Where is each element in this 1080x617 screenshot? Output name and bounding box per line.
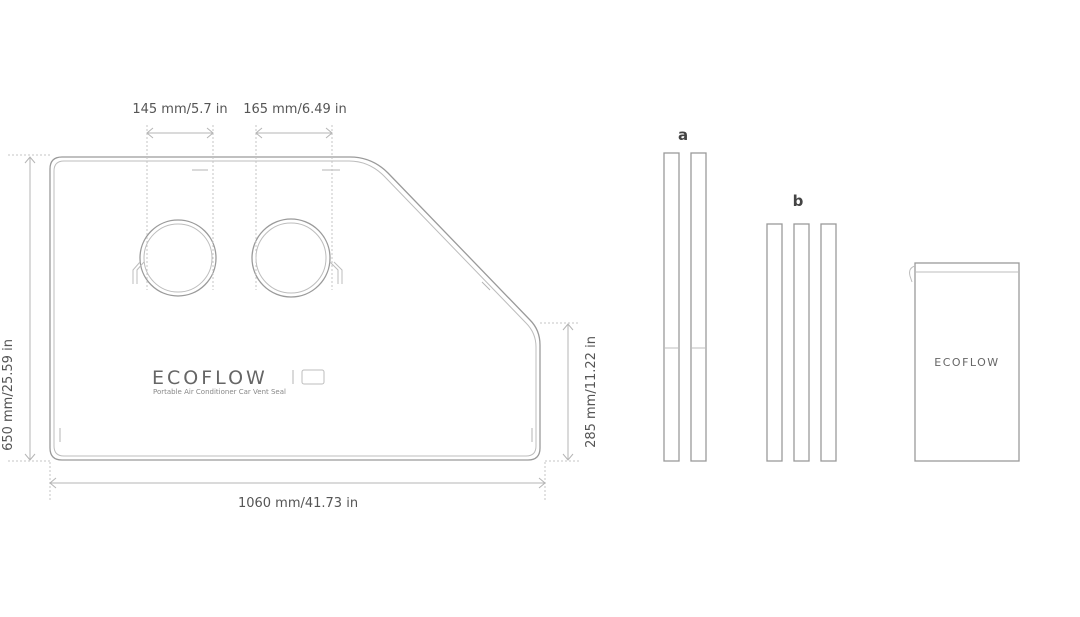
outline-stroke [329, 261, 343, 284]
part-a-label: a [678, 126, 688, 144]
part-b-label: b [793, 192, 804, 210]
outline-stroke [146, 127, 214, 139]
outline-stroke [255, 222, 327, 294]
vent-hole-right [251, 218, 343, 298]
outline-stroke [562, 323, 574, 461]
ecoflow-logo: ECOFLOW [152, 367, 268, 389]
dimension-label: 650 mm/25.59 in [1, 339, 16, 451]
part-a-rods: a [663, 126, 707, 462]
dimension-side-height: 285 mm/11.22 in [562, 323, 599, 461]
outline-stroke [481, 281, 491, 291]
dimension-label: 1060 mm/41.73 in [238, 496, 358, 511]
outline-stroke [143, 223, 213, 293]
outline-stroke [766, 223, 783, 462]
dimension-vent-1: 145 mm/5.7 in [132, 102, 228, 139]
outline-stroke [49, 156, 541, 461]
outline-stroke [301, 369, 325, 385]
dimension-width: 1060 mm/41.73 in [49, 477, 546, 511]
outline-stroke [820, 223, 837, 462]
dimension-height: 650 mm/25.59 in [1, 156, 36, 461]
vent-hole-left [132, 219, 217, 297]
outline-stroke [251, 218, 331, 298]
outline-stroke [690, 152, 707, 462]
vent-seal-panel [49, 156, 541, 461]
outline-stroke [49, 477, 546, 489]
dimension-label: 145 mm/5.7 in [132, 102, 227, 117]
outline-stroke [914, 262, 1020, 462]
outline-stroke [255, 127, 333, 139]
panel-subtitle: Portable Air Conditioner Car Vent Seal [153, 388, 286, 396]
outline-stroke [663, 152, 680, 462]
outline-stroke [132, 261, 145, 284]
dimension-label: 285 mm/11.22 in [584, 336, 599, 448]
outline-stroke [24, 156, 36, 461]
outline-stroke [139, 219, 217, 297]
outline-stroke [909, 265, 916, 283]
outline-stroke [53, 160, 537, 457]
dimension-vent-2: 165 mm/6.49 in [243, 102, 347, 139]
outline-stroke [793, 223, 810, 462]
part-b-rods: b [766, 192, 837, 462]
dimension-label: 165 mm/6.49 in [243, 102, 347, 117]
panel-logo: ECOFLOW Portable Air Conditioner Car Ven… [152, 367, 325, 396]
storage-bag: ECOFLOW [909, 262, 1020, 462]
bag-logo: ECOFLOW [934, 356, 999, 369]
